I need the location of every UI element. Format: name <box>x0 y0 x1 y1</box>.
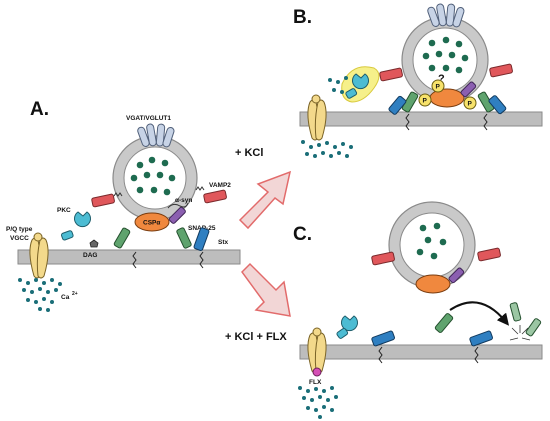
syntaxin-b-right <box>488 95 507 115</box>
vamp2-right-b <box>489 63 513 78</box>
syntaxin-b-left <box>388 95 407 115</box>
vgat-transporter-a <box>137 123 175 148</box>
csp-alpha-c <box>415 274 451 294</box>
label-kcl: + KCl <box>235 147 263 159</box>
burst-icon <box>509 325 531 341</box>
label-flx: FLX <box>309 379 322 386</box>
calcium-ions-a <box>18 278 62 312</box>
label-stx: Stx <box>218 239 229 246</box>
vgcc-channel-c <box>307 327 327 374</box>
svg-text:P: P <box>436 84 441 91</box>
syntaxin-c-left <box>371 330 395 347</box>
flx-molecule <box>312 367 322 377</box>
label-pq-type: P/Q type <box>6 226 33 233</box>
vesicle-c <box>388 201 476 289</box>
label-vamp2: VAMP2 <box>209 182 231 189</box>
question-mark: ? <box>438 73 445 85</box>
vamp2-right-a <box>203 189 227 204</box>
svg-text:P: P <box>423 98 428 105</box>
panel-c-label: C. <box>293 224 312 245</box>
vamp2-left-b <box>379 67 403 82</box>
snap25-fragment-1 <box>509 302 522 322</box>
alpha-syn-a <box>168 206 186 224</box>
membrane-b <box>299 111 543 127</box>
label-kcl-flx: + KCl + FLX <box>225 331 287 343</box>
snap25-a <box>113 227 131 249</box>
arrow-up <box>238 170 292 230</box>
vesicle-b <box>401 16 489 104</box>
csp-alpha-a <box>134 212 170 232</box>
label-csp-alpha: CSPα <box>143 220 160 227</box>
vamp2-left-c <box>371 251 395 266</box>
panel-b-label: B. <box>293 7 312 28</box>
pkc-b <box>352 73 369 90</box>
label-pkc: PKC <box>57 207 71 214</box>
label-vgcc: VGCC <box>10 235 29 242</box>
label-ca: Ca <box>61 294 70 301</box>
vesicle-a <box>112 135 198 221</box>
dag-a <box>89 239 99 248</box>
arrow-down <box>241 262 291 317</box>
vgcc-channel-a <box>29 232 49 279</box>
snap25-fragment-2 <box>525 318 542 337</box>
label-ca-charge: 2+ <box>72 291 78 297</box>
vamp2-left-a <box>91 193 115 208</box>
panel-a-label: A. <box>30 99 49 120</box>
pkc-a <box>74 211 91 228</box>
label-vgat-vglut1: VGAT/VGLUT1 <box>126 115 171 122</box>
calcium-ions-b <box>301 76 353 158</box>
syntaxin-a <box>193 227 210 251</box>
label-alpha-syn: α-syn <box>175 197 192 204</box>
svg-text:P: P <box>468 101 473 108</box>
vgcc-channel-b <box>307 94 327 141</box>
snap25-c <box>434 313 454 333</box>
calcium-ions-c <box>298 386 338 419</box>
dissociation-arrow <box>449 301 510 326</box>
pkc-c <box>341 315 358 332</box>
membrane-c <box>299 344 543 360</box>
phospho-group-b: P P P <box>418 79 477 110</box>
syntaxin-c-right <box>469 330 493 347</box>
vamp2-right-c <box>477 247 501 262</box>
label-dag: DAG <box>83 252 97 259</box>
vgat-transporter-b <box>427 3 465 28</box>
membrane-a <box>17 249 241 265</box>
